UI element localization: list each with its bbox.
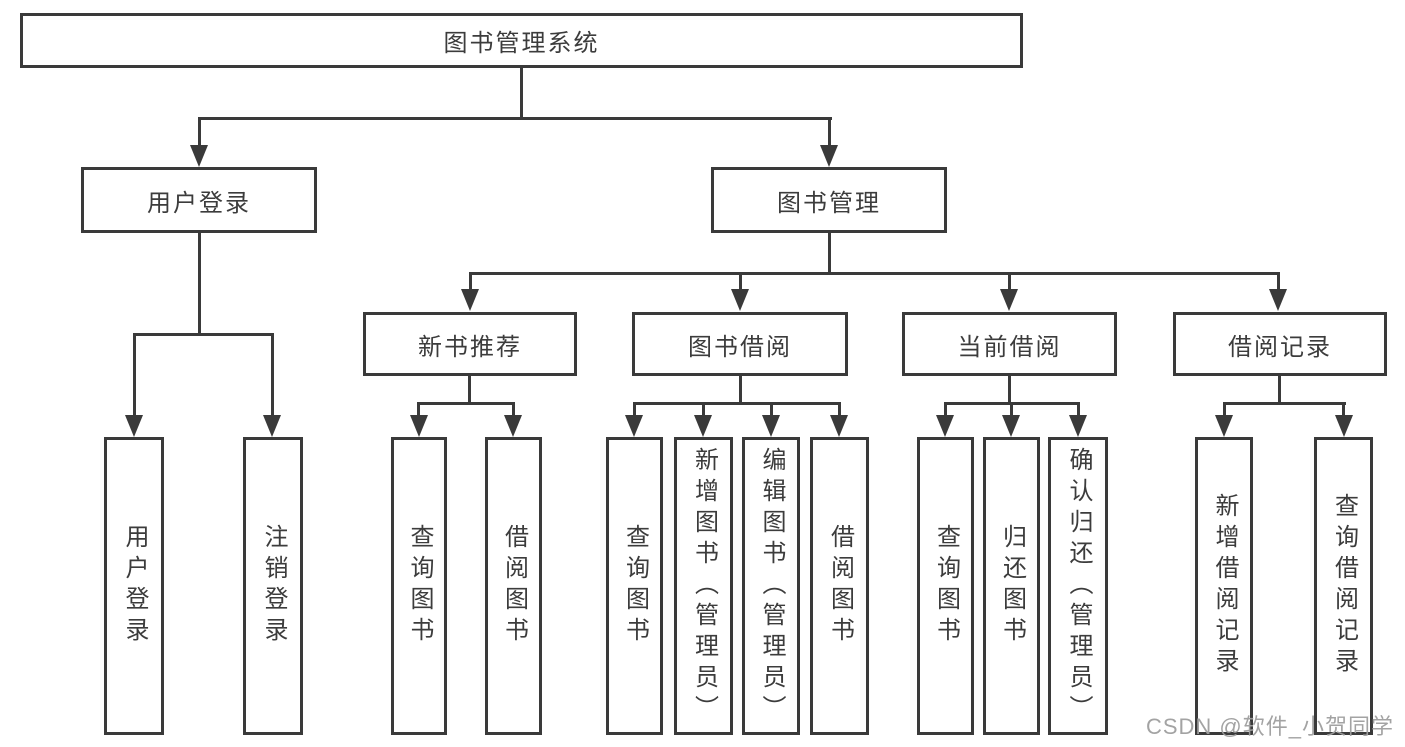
leaf-query-books-current: 查询图书 [917, 437, 974, 735]
connector-leaf-drop [702, 402, 705, 418]
arrowhead-leaf [504, 415, 522, 437]
connector-current-drop [1008, 272, 1011, 292]
connector-leaf-drop [633, 402, 636, 418]
arrowhead-leaf [830, 415, 848, 437]
connector-leaf-logout-drop [271, 333, 274, 417]
node-borrowing-records: 借阅记录 [1173, 312, 1387, 376]
arrowhead-book-mgmt [820, 145, 838, 167]
arrowhead-leaf [625, 415, 643, 437]
connector-leaf-drop [417, 402, 420, 418]
connector-leaf-drop [1077, 402, 1080, 418]
leaf-user-login: 用户登录 [104, 437, 164, 735]
connector-leaf-drop [770, 402, 773, 418]
connector-current-stem [1008, 374, 1011, 404]
arrowhead-leaf [762, 415, 780, 437]
arrowhead-leaf [936, 415, 954, 437]
leaf-query-books-borrowing: 查询图书 [606, 437, 663, 735]
arrowhead-leaf [1215, 415, 1233, 437]
connector-user-login-rail [133, 333, 274, 336]
connector-root-stem [520, 66, 523, 117]
node-user-login: 用户登录 [81, 167, 317, 233]
leaf-logout: 注销登录 [243, 437, 303, 735]
arrowhead-new-book [461, 289, 479, 311]
connector-book-mgmt-drop [828, 117, 831, 149]
connector-leaf-drop [1010, 402, 1013, 418]
node-current-borrowing: 当前借阅 [902, 312, 1117, 376]
arrowhead-leaf [1002, 415, 1020, 437]
arrowhead-leaf-logout [263, 415, 281, 437]
connector-records-drop [1277, 272, 1280, 292]
connector-borrowing-stem [739, 374, 742, 404]
connector-new-book-rail [417, 402, 515, 405]
leaf-confirm-return-admin: 确认归还（管理员） [1048, 437, 1108, 735]
connector-user-login-stem [198, 231, 201, 335]
node-book-borrowing: 图书借阅 [632, 312, 848, 376]
leaf-add-borrow-record: 新增借阅记录 [1195, 437, 1253, 735]
leaf-borrow-books-recommend: 借阅图书 [485, 437, 542, 735]
connector-records-rail [1223, 402, 1346, 405]
arrowhead-leaf [694, 415, 712, 437]
connector-borrowing-drop [739, 272, 742, 292]
connector-records-stem [1278, 374, 1281, 404]
arrowhead-leaf-login [125, 415, 143, 437]
connector-user-login-drop [198, 117, 201, 149]
leaf-add-books-admin: 新增图书（管理员） [674, 437, 733, 735]
node-new-book-recommend: 新书推荐 [363, 312, 577, 376]
node-library-system: 图书管理系统 [20, 13, 1023, 68]
arrowhead-user-login [190, 145, 208, 167]
arrowhead-leaf [410, 415, 428, 437]
leaf-return-books: 归还图书 [983, 437, 1040, 735]
connector-book-mgmt-stem [828, 231, 831, 275]
arrowhead-records [1269, 289, 1287, 311]
arrowhead-borrowing [731, 289, 749, 311]
connector-level3-rail [469, 272, 1280, 275]
leaf-edit-books-admin: 编辑图书（管理员） [742, 437, 800, 735]
connector-leaf-drop [512, 402, 515, 418]
csdn-watermark: CSDN @软件_小贺同学 [1145, 714, 1394, 739]
connector-leaf-drop [944, 402, 947, 418]
arrowhead-leaf [1069, 415, 1087, 437]
leaf-query-borrow-record: 查询借阅记录 [1314, 437, 1373, 735]
leaf-query-books-recommend: 查询图书 [391, 437, 447, 735]
connector-leaf-drop [1342, 402, 1345, 418]
leaf-borrow-books-borrowing: 借阅图书 [810, 437, 869, 735]
connector-leaf-drop [838, 402, 841, 418]
connector-borrowing-rail [633, 402, 840, 405]
node-book-management: 图书管理 [711, 167, 947, 233]
connector-leaf-drop [1223, 402, 1226, 418]
connector-new-book-drop [469, 272, 472, 292]
arrowhead-leaf [1335, 415, 1353, 437]
arrowhead-current [1000, 289, 1018, 311]
connector-level2-rail [198, 117, 832, 120]
connector-leaf-login-drop [133, 333, 136, 417]
connector-new-book-stem [468, 374, 471, 404]
